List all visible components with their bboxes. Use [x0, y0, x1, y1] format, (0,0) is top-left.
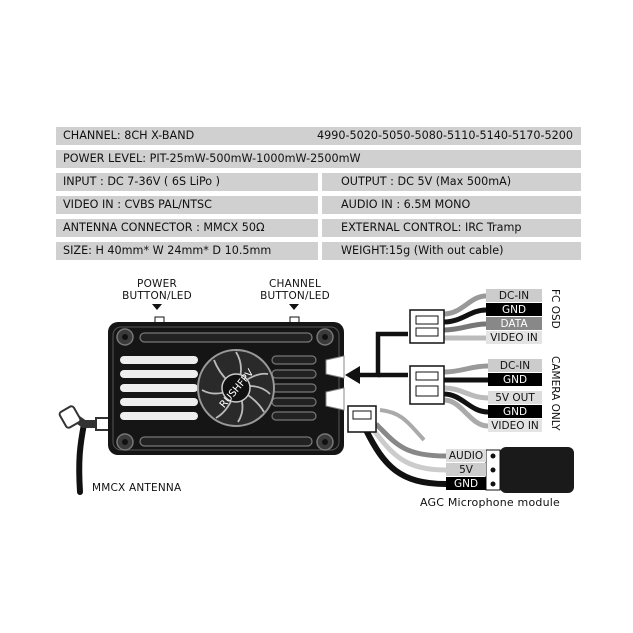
camera-pin-label: VIDEO IN: [491, 420, 539, 432]
fc-pin-label: DC-IN: [499, 290, 529, 302]
fc-osd-label: FC OSD: [549, 289, 561, 329]
mic-pin-label: AUDIO: [449, 450, 483, 462]
spec-row-power-level: POWER LEVEL: PIT-25mW-500mW-1000mW-2500m…: [56, 150, 581, 168]
camera-pin-label: 5V OUT: [495, 392, 535, 404]
spec-antenna-connector: ANTENNA CONNECTOR : MMCX 50Ω: [56, 219, 318, 237]
spec-row-channel: CHANNEL: 8CH X-BAND 4990-5020-5050-5080-…: [56, 127, 581, 145]
power-button-label-line1: POWER: [137, 278, 177, 290]
power-pointer-icon: [152, 304, 162, 310]
camera-pins: DC-IN GND 5V OUT GND VIDEO IN: [488, 359, 542, 432]
connect-arrow-icon: [345, 331, 408, 384]
channel-button-label-line2: BUTTON/LED: [260, 290, 330, 302]
spec-external-control-text: EXTERNAL CONTROL: IRC Tramp: [341, 221, 522, 234]
fc-pin-label: GND: [502, 304, 526, 316]
camera-pin-label: GND: [503, 374, 527, 386]
camera-pin-label: DC-IN: [500, 360, 530, 372]
spec-audio-in: AUDIO IN : 6.5M MONO: [322, 196, 581, 214]
spec-video-in-text: VIDEO IN : CVBS PAL/NTSC: [63, 198, 212, 211]
channel-pointer-icon: [289, 304, 299, 310]
spec-output-text: OUTPUT : DC 5V (Max 500mA): [341, 175, 512, 188]
spec-size-text: SIZE: H 40mm* W 24mm* D 10.5mm: [63, 244, 272, 257]
spec-antenna-connector-text: ANTENNA CONNECTOR : MMCX 50Ω: [63, 221, 265, 234]
mmcx-antenna: [58, 405, 115, 495]
spec-video-in: VIDEO IN : CVBS PAL/NTSC: [56, 196, 318, 214]
spec-input: INPUT : DC 7-36V ( 6S LiPo ): [56, 173, 318, 191]
spec-channel-frequencies: 4990-5020-5050-5080-5110-5140-5170-5200: [316, 129, 573, 142]
power-button-label: POWER BUTTON/LED: [115, 278, 199, 302]
mic-connector: [347, 405, 447, 487]
spec-power-level: POWER LEVEL: PIT-25mW-500mW-1000mW-2500m…: [63, 152, 361, 165]
spec-channel: CHANNEL: 8CH X-BAND: [63, 129, 195, 142]
fc-osd-connector: [409, 293, 487, 344]
spec-audio-in-text: AUDIO IN : 6.5M MONO: [341, 198, 471, 211]
vtx-device: [108, 322, 345, 455]
spec-weight: WEIGHT:15g (With out cable): [322, 242, 581, 260]
camera-pin-label: GND: [503, 406, 527, 418]
channel-button-label-line1: CHANNEL: [268, 278, 321, 290]
agc-microphone-module: [500, 447, 574, 493]
agc-microphone-label: AGC Microphone module: [420, 496, 560, 509]
channel-button-label: CHANNEL BUTTON/LED: [252, 278, 338, 302]
fc-pin-label: DATA: [500, 318, 528, 330]
fc-pin-label: VIDEO IN: [490, 332, 538, 344]
fc-osd-pins: DC-IN GND DATA VIDEO IN: [486, 289, 542, 344]
mmcx-antenna-label: MMCX ANTENNA: [92, 482, 182, 494]
camera-only-label: CAMERA ONLY: [549, 356, 561, 431]
power-button-label-line2: BUTTON/LED: [122, 290, 192, 302]
mic-pins: AUDIO 5V GND: [446, 449, 486, 490]
spec-size: SIZE: H 40mm* W 24mm* D 10.5mm: [56, 242, 318, 260]
camera-connector: [409, 363, 489, 429]
spec-output: OUTPUT : DC 5V (Max 500mA): [322, 173, 581, 191]
spec-input-text: INPUT : DC 7-36V ( 6S LiPo ): [63, 175, 221, 188]
mic-pin-label: GND: [454, 478, 478, 490]
spec-external-control: EXTERNAL CONTROL: IRC Tramp: [322, 219, 581, 237]
spec-weight-text: WEIGHT:15g (With out cable): [341, 244, 504, 257]
mic-pin-label: 5V: [459, 464, 474, 476]
